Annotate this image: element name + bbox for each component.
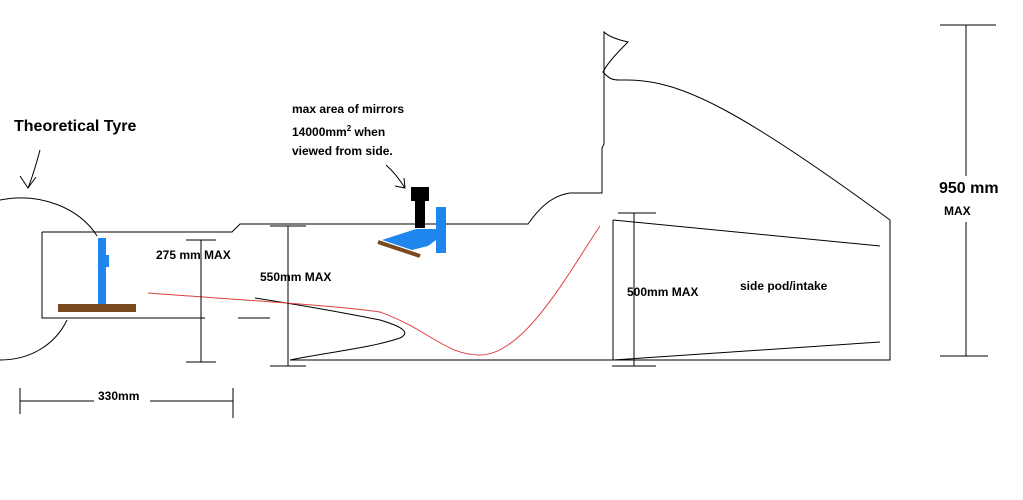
dim-950-max-label: MAX (944, 204, 971, 218)
dim-330-label: 330mm (98, 389, 140, 403)
tyre-pointer-arrow (19, 149, 41, 189)
side-pod-intake (612, 219, 881, 361)
mirror-black-head (411, 187, 429, 201)
car-body-outline (41, 30, 891, 361)
dim-550-label: 550mm MAX (260, 270, 332, 284)
mirror-note-value: 14000mm (292, 125, 347, 139)
front-blue-tab (106, 255, 109, 267)
theoretical-tyre-label: Theoretical Tyre (14, 118, 137, 135)
dim-500-label: 500mm MAX (627, 285, 699, 299)
mirror-pointer-arrow (385, 164, 406, 189)
floor-wedge (254, 297, 406, 361)
mirror-note-when: when (351, 125, 386, 139)
front-blue-upright (98, 238, 106, 306)
side-pod-label: side pod/intake (740, 279, 828, 293)
mirror-area-note: max area of mirrors 14000mm2 when viewed… (292, 100, 404, 161)
mirror-note-line2: 14000mm2 when (292, 119, 404, 142)
mirror-black-stem (415, 201, 425, 228)
mirror-brown-glass (377, 240, 421, 258)
mirror-blue-arm (382, 229, 436, 250)
front-brown-plank (58, 304, 136, 312)
mirror-note-line3: viewed from side. (292, 144, 393, 158)
dim-950-label: 950 mm (939, 180, 999, 197)
mirror-note-line1: max area of mirrors (292, 102, 405, 116)
mirror-note-superscript: 2 (346, 124, 352, 133)
dim-275-label: 275 mm MAX (156, 248, 231, 262)
theoretical-tyre-circle (0, 197, 98, 361)
airflow-line (147, 225, 601, 356)
mirror-blue-upright (436, 207, 446, 253)
